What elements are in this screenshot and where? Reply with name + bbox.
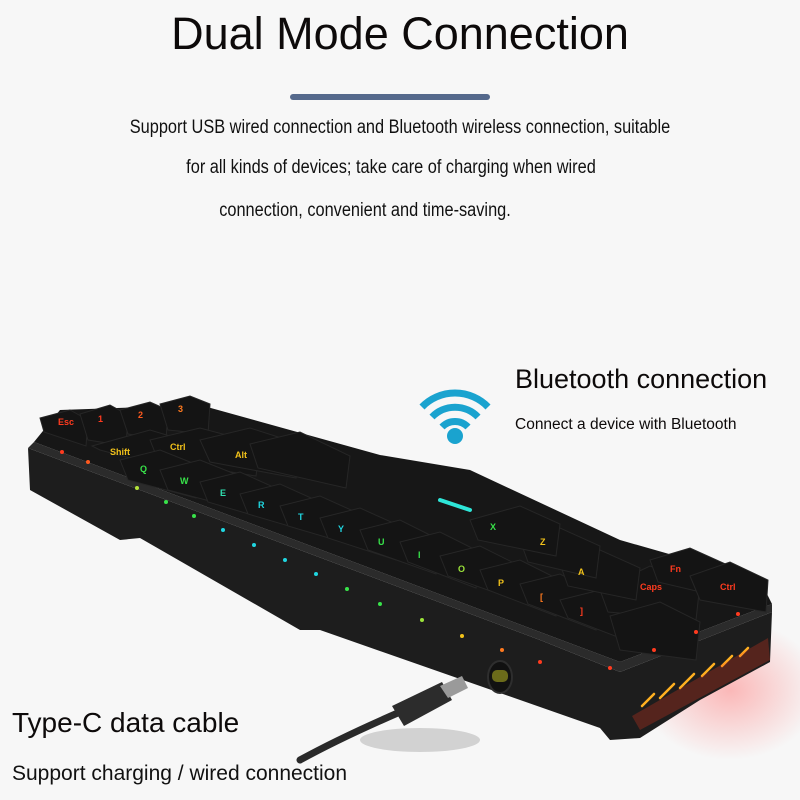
svg-text:I: I [418, 550, 421, 560]
bluetooth-title: Bluetooth connection [515, 364, 768, 394]
svg-text:U: U [378, 537, 385, 547]
page-title: Dual Mode Connection [171, 8, 629, 59]
description-line-2: for all kinds of devices; take care of c… [186, 157, 596, 178]
svg-text:W: W [180, 476, 189, 486]
svg-text:Ctrl: Ctrl [720, 582, 736, 592]
svg-text:2: 2 [138, 410, 143, 420]
description-line-3: connection, convenient and time-saving. [219, 200, 511, 221]
svg-text:R: R [258, 500, 265, 510]
title-divider [290, 94, 490, 100]
svg-text:E: E [220, 488, 226, 498]
svg-text:P: P [498, 578, 504, 588]
svg-text:Y: Y [338, 524, 344, 534]
cable-subtitle: Support charging / wired connection [12, 762, 348, 785]
svg-text:Q: Q [140, 464, 147, 474]
svg-text:[: [ [540, 592, 543, 602]
svg-text:1: 1 [98, 414, 103, 424]
svg-text:X: X [490, 522, 496, 532]
svg-text:Ctrl: Ctrl [170, 442, 186, 452]
svg-text:]: ] [580, 606, 583, 616]
cable-title: Type-C data cable [12, 707, 240, 738]
svg-text:Z: Z [540, 537, 546, 547]
svg-text:Shift: Shift [110, 447, 130, 457]
svg-text:T: T [298, 512, 304, 522]
svg-text:O: O [458, 564, 465, 574]
svg-text:3: 3 [178, 404, 183, 414]
bluetooth-subtitle: Connect a device with Bluetooth [515, 416, 737, 433]
description-line-1: Support USB wired connection and Bluetoo… [129, 117, 671, 138]
svg-text:A: A [578, 567, 585, 577]
svg-text:Fn: Fn [670, 564, 681, 574]
svg-text:Alt: Alt [235, 450, 247, 460]
wifi-signal-icon [419, 389, 491, 444]
svg-text:Caps: Caps [640, 582, 662, 592]
svg-text:Esc: Esc [58, 417, 74, 427]
